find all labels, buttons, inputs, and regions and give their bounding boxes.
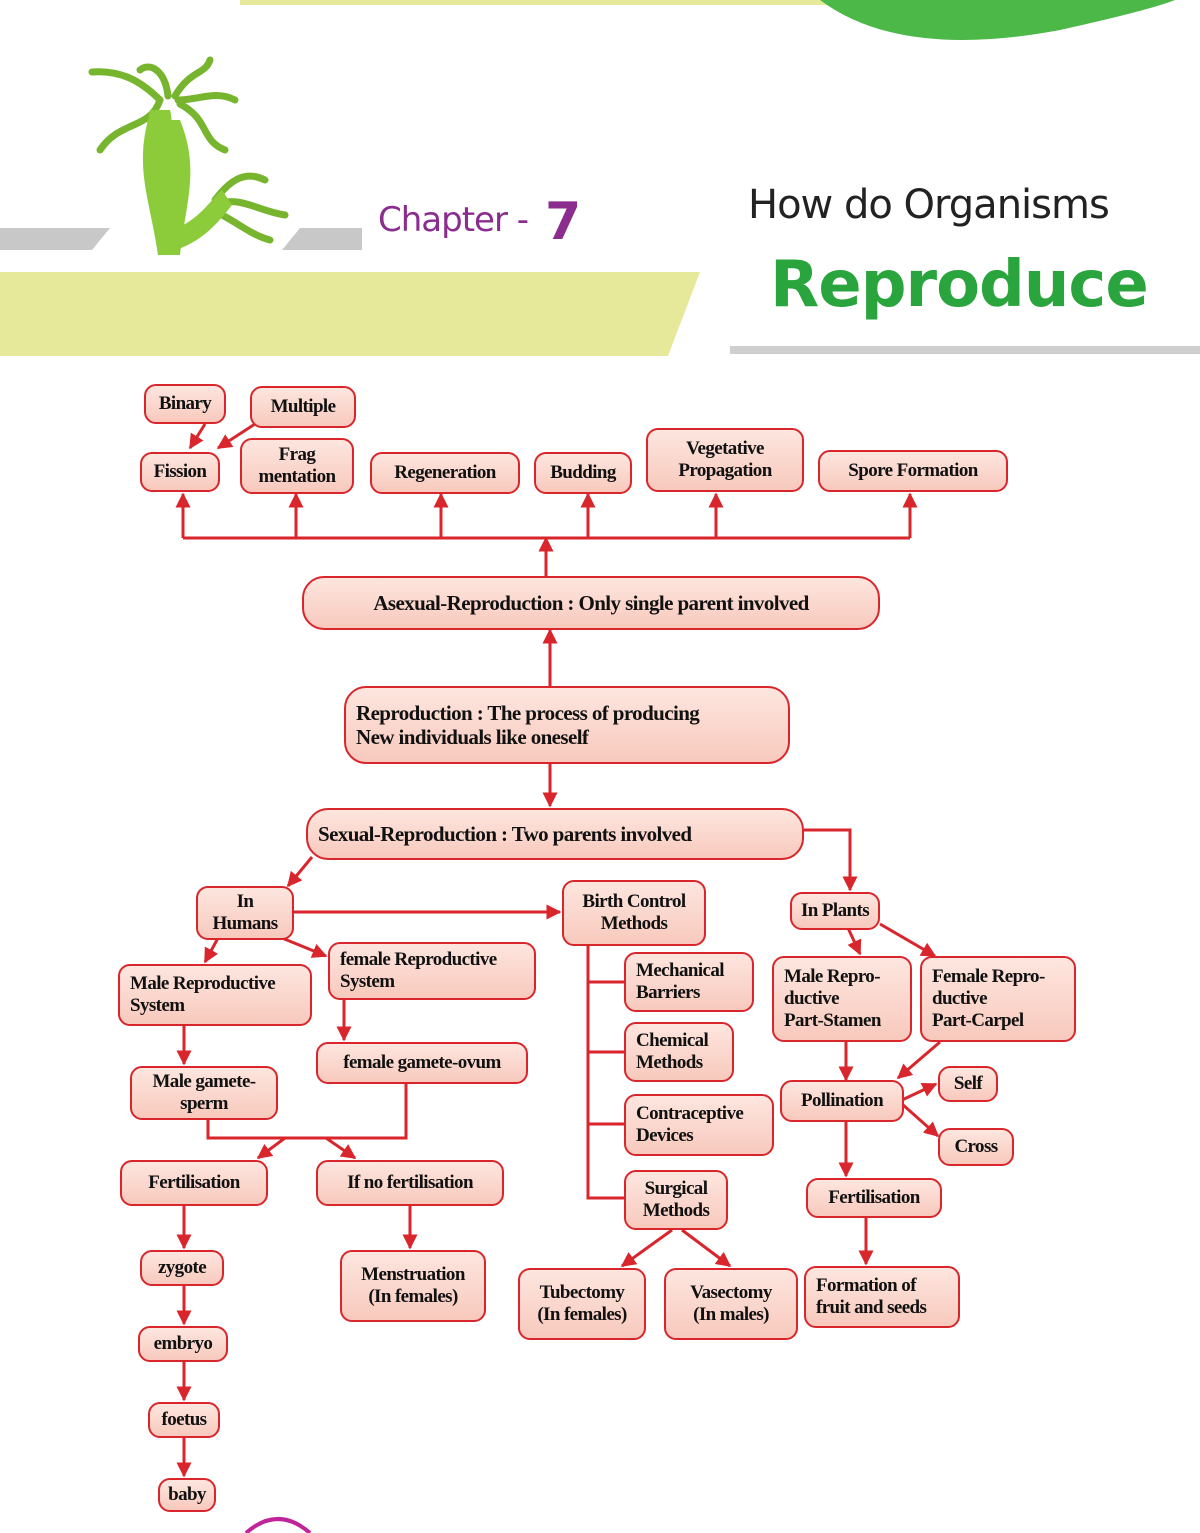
node-fission: Fission <box>140 452 220 492</box>
node-in-plants: In Plants <box>790 892 880 930</box>
chapter-number: 7 <box>545 192 582 252</box>
node-vegetative-propagation: Vegetative Propagation <box>646 428 804 492</box>
node-male-gamete: Male gamete- sperm <box>130 1066 278 1120</box>
node-multiple: Multiple <box>250 386 356 428</box>
node-no-fertilisation: If no fertilisation <box>316 1160 504 1206</box>
node-vasectomy: Vasectomy (In males) <box>664 1268 798 1340</box>
green-arc <box>820 0 1175 40</box>
node-chemical-methods: Chemical Methods <box>624 1022 734 1082</box>
node-male-part-stamen: Male Repro- ductive Part-Stamen <box>772 956 912 1042</box>
node-fragmentation: Frag mentation <box>240 438 354 494</box>
node-regeneration: Regeneration <box>370 452 520 494</box>
node-asexual-reproduction: Asexual-Reproduction : Only single paren… <box>302 576 880 630</box>
node-female-gamete: female gamete-ovum <box>316 1042 528 1084</box>
node-zygote: zygote <box>140 1250 224 1286</box>
node-self: Self <box>938 1066 998 1102</box>
page-title-line1: How do Organisms <box>748 182 1110 228</box>
hydra-body <box>142 110 191 255</box>
page-ring-decoration <box>244 1517 312 1533</box>
node-male-system: Male Reproductive System <box>118 964 312 1026</box>
node-spore-formation: Spore Formation <box>818 450 1008 492</box>
gray-stripe-mid <box>282 228 362 250</box>
node-cross: Cross <box>938 1128 1014 1166</box>
node-in-humans: In Humans <box>196 886 294 940</box>
yellow-band <box>0 272 700 356</box>
chapter-label: Chapter - <box>378 200 529 240</box>
node-pollination: Pollination <box>780 1080 904 1122</box>
node-tubectomy: Tubectomy (In females) <box>518 1268 646 1340</box>
node-contraceptive-devices: Contraceptive Devices <box>624 1094 774 1156</box>
gray-rule-right <box>730 346 1200 354</box>
node-fertilisation-plants: Fertilisation <box>806 1178 942 1218</box>
node-menstruation: Menstruation (In females) <box>340 1250 486 1322</box>
node-birth-control: Birth Control Methods <box>562 880 706 946</box>
gray-stripe-left <box>0 228 110 250</box>
node-foetus: foetus <box>148 1402 220 1438</box>
node-sexual-reproduction: Sexual-Reproduction : Two parents involv… <box>306 808 804 860</box>
node-mechanical-barriers: Mechanical Barriers <box>624 952 754 1012</box>
node-reproduction: Reproduction : The process of producing … <box>344 686 790 764</box>
header-decoration <box>0 0 1200 356</box>
node-binary: Binary <box>144 384 226 424</box>
page-title-line2: Reproduce <box>770 248 1149 322</box>
node-baby: baby <box>158 1478 216 1512</box>
node-fruit-seeds: Formation of fruit and seeds <box>804 1266 960 1328</box>
top-band <box>240 0 840 5</box>
node-fertilisation-humans: Fertilisation <box>120 1160 268 1206</box>
node-surgical-methods: Surgical Methods <box>624 1170 728 1230</box>
node-embryo: embryo <box>138 1326 228 1362</box>
hydra-bud <box>172 190 232 250</box>
node-female-system: female Reproductive System <box>328 942 536 1000</box>
node-budding: Budding <box>534 452 632 494</box>
node-female-part-carpel: Female Repro- ductive Part-Carpel <box>920 956 1076 1042</box>
